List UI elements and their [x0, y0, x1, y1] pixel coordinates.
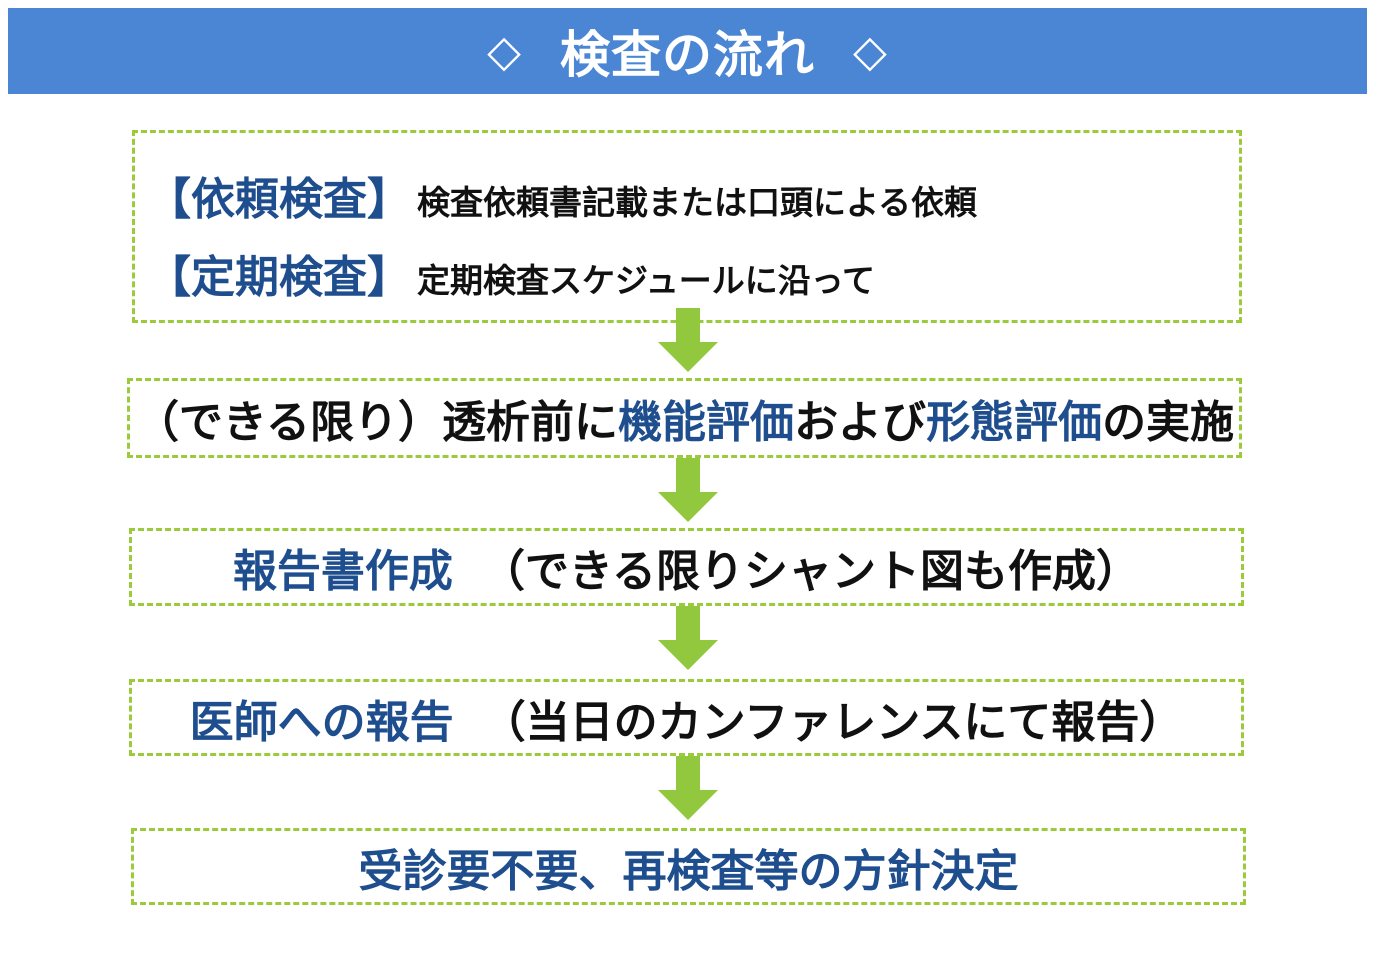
decision-main: 受診要不要、再検査等の方針決定	[358, 845, 1019, 897]
step-doctor-report: 医師への報告 （当日のカンファレンスにて報告）	[129, 679, 1244, 756]
diamond-right-icon: ◇	[853, 25, 888, 77]
doctor-report-main: 医師への報告	[189, 696, 454, 748]
diamond-left-icon: ◇	[487, 25, 522, 77]
evaluation-part: および	[794, 397, 927, 448]
periodic-text: 定期検査スケジュールに沿って	[417, 261, 876, 300]
down-arrow-icon	[658, 756, 718, 820]
doctor-report-sub: （当日のカンファレンスにて報告）	[481, 696, 1184, 748]
down-arrow-icon	[658, 606, 718, 670]
page-title: 検査の流れ	[560, 25, 815, 84]
request-row: 【依頼検査】 検査依頼書記載または口頭による依頼	[147, 163, 977, 227]
request-text: 検査依頼書記載または口頭による依頼	[417, 183, 978, 222]
step-request: 【依頼検査】 検査依頼書記載または口頭による依頼 【定期検査】 定期検査スケジュ…	[132, 130, 1242, 323]
down-arrow-icon	[658, 458, 718, 522]
report-creation-main: 報告書作成	[232, 546, 453, 597]
evaluation-part: （できる限り）透析前に	[134, 397, 619, 448]
flow-header: ◇ 検査の流れ ◇	[8, 8, 1367, 94]
decision-line: 受診要不要、再検査等の方針決定	[134, 831, 1243, 902]
report-creation-sub: （できる限りシャント図も作成）	[480, 546, 1141, 597]
down-arrow-icon	[658, 308, 718, 372]
periodic-row: 【定期検査】 定期検査スケジュールに沿って	[147, 241, 875, 305]
step-report-creation: 報告書作成 （できる限りシャント図も作成）	[129, 528, 1244, 606]
step-decision: 受診要不要、再検査等の方針決定	[131, 828, 1246, 905]
evaluation-part-function: 機能評価	[618, 397, 795, 448]
step-evaluation: （できる限り）透析前に機能評価および形態評価の実施	[127, 378, 1242, 458]
evaluation-part-morphology: 形態評価	[926, 397, 1103, 448]
periodic-tag: 【定期検査】	[147, 252, 411, 303]
doctor-report-line: 医師への報告 （当日のカンファレンスにて報告）	[132, 682, 1241, 753]
evaluation-line: （できる限り）透析前に機能評価および形態評価の実施	[130, 381, 1239, 455]
request-tag: 【依頼検査】	[147, 174, 411, 225]
report-creation-line: 報告書作成 （できる限りシャント図も作成）	[132, 531, 1241, 603]
evaluation-part: の実施	[1102, 397, 1235, 448]
